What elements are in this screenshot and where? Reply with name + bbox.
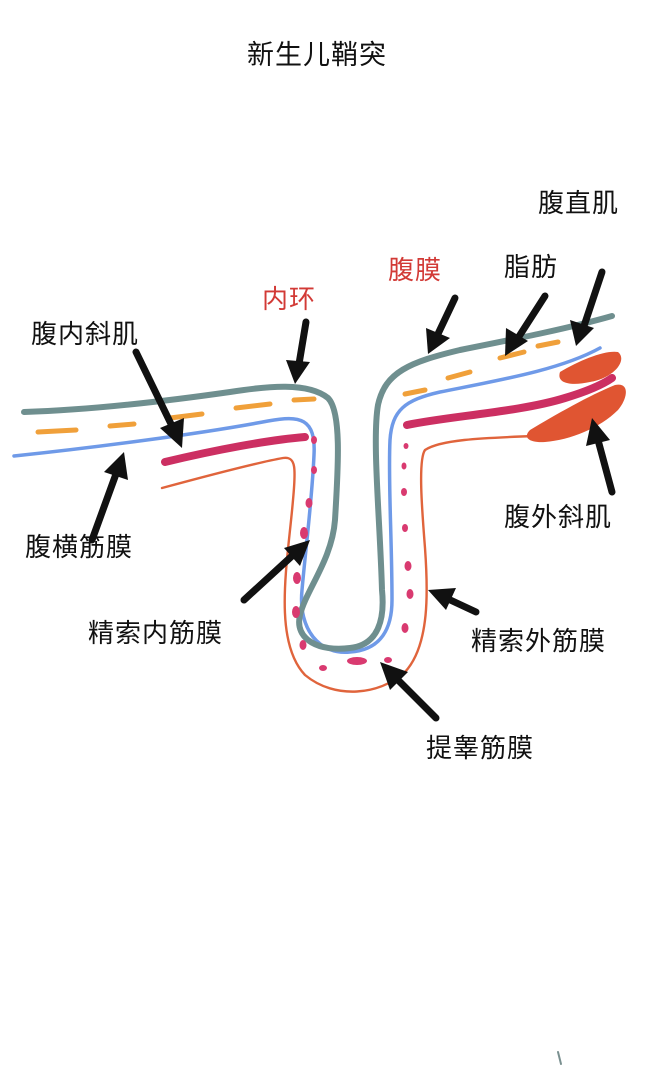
cremaster-dot — [347, 657, 367, 665]
label-internal-oblique: 腹内斜肌 — [31, 320, 140, 350]
fat-dash — [497, 349, 527, 361]
cremaster-dot — [293, 572, 301, 584]
arrow-internal-oblique — [132, 348, 184, 448]
arrow-internal-ring — [286, 318, 310, 384]
fat-dash — [445, 369, 473, 381]
arrow-cremasteric — [380, 662, 440, 722]
fat-dash — [107, 421, 137, 429]
fat-dash — [35, 427, 79, 435]
cremaster-dot — [401, 623, 409, 633]
cremaster-dot — [311, 466, 317, 474]
cremaster-dot — [319, 665, 327, 671]
rectus-muscle-upper — [559, 351, 622, 384]
cremaster-dot — [300, 527, 308, 539]
cremaster-dot — [292, 606, 300, 618]
fat-right — [402, 339, 561, 397]
label-internal-ring: 内环 — [262, 285, 317, 315]
label-transversalis-fascia: 腹横筋膜 — [25, 533, 134, 563]
fat-dash — [233, 401, 273, 411]
peritoneum-layer — [21, 313, 615, 652]
arrows — [88, 268, 616, 722]
fat-dash — [535, 339, 561, 349]
internal-oblique-left — [161, 433, 309, 466]
fat-dash — [167, 411, 205, 421]
arrow-internal-spermatic — [240, 540, 310, 604]
label-peritoneum: 腹膜 — [388, 256, 443, 286]
arrow-rectus — [570, 268, 606, 346]
corner-mark — [557, 1051, 562, 1065]
diagram-title: 新生儿鞘突 — [247, 40, 387, 71]
external-spermatic-fascia-layer — [160, 434, 537, 693]
label-cremasteric-fascia: 提睾筋膜 — [426, 734, 535, 764]
cremaster-dot — [305, 498, 313, 508]
cremaster-dot — [403, 443, 409, 449]
cremaster-dot — [401, 462, 407, 470]
arrow-external-oblique — [586, 418, 616, 496]
cremaster-dot — [384, 657, 392, 663]
cremaster-dot — [402, 524, 408, 532]
fat-dash — [402, 387, 428, 397]
label-rectus-abdominis: 腹直肌 — [538, 189, 620, 219]
label-external-oblique: 腹外斜肌 — [504, 503, 613, 533]
cremaster-dot — [404, 561, 412, 571]
rectus-muscle-lower — [526, 384, 626, 443]
fat-dash — [291, 396, 317, 403]
arrow-fat — [505, 292, 549, 356]
cremaster-dots — [292, 436, 414, 671]
arrow-transversalis — [88, 452, 128, 544]
label-fat: 脂肪 — [504, 253, 559, 283]
fat-left — [35, 396, 317, 435]
arrow-peritoneum — [426, 294, 459, 354]
cremaster-dot — [406, 589, 414, 599]
label-internal-spermatic-fascia: 精索内筋膜 — [88, 619, 224, 649]
cremaster-dot — [311, 436, 317, 444]
label-external-spermatic-fascia: 精索外筋膜 — [471, 627, 607, 657]
transversalis-fascia-layer — [12, 346, 602, 654]
internal-oblique-right — [403, 374, 616, 429]
cremaster-dot — [299, 640, 307, 650]
arrow-external-spermatic — [428, 588, 480, 616]
cremaster-dot — [401, 488, 407, 496]
